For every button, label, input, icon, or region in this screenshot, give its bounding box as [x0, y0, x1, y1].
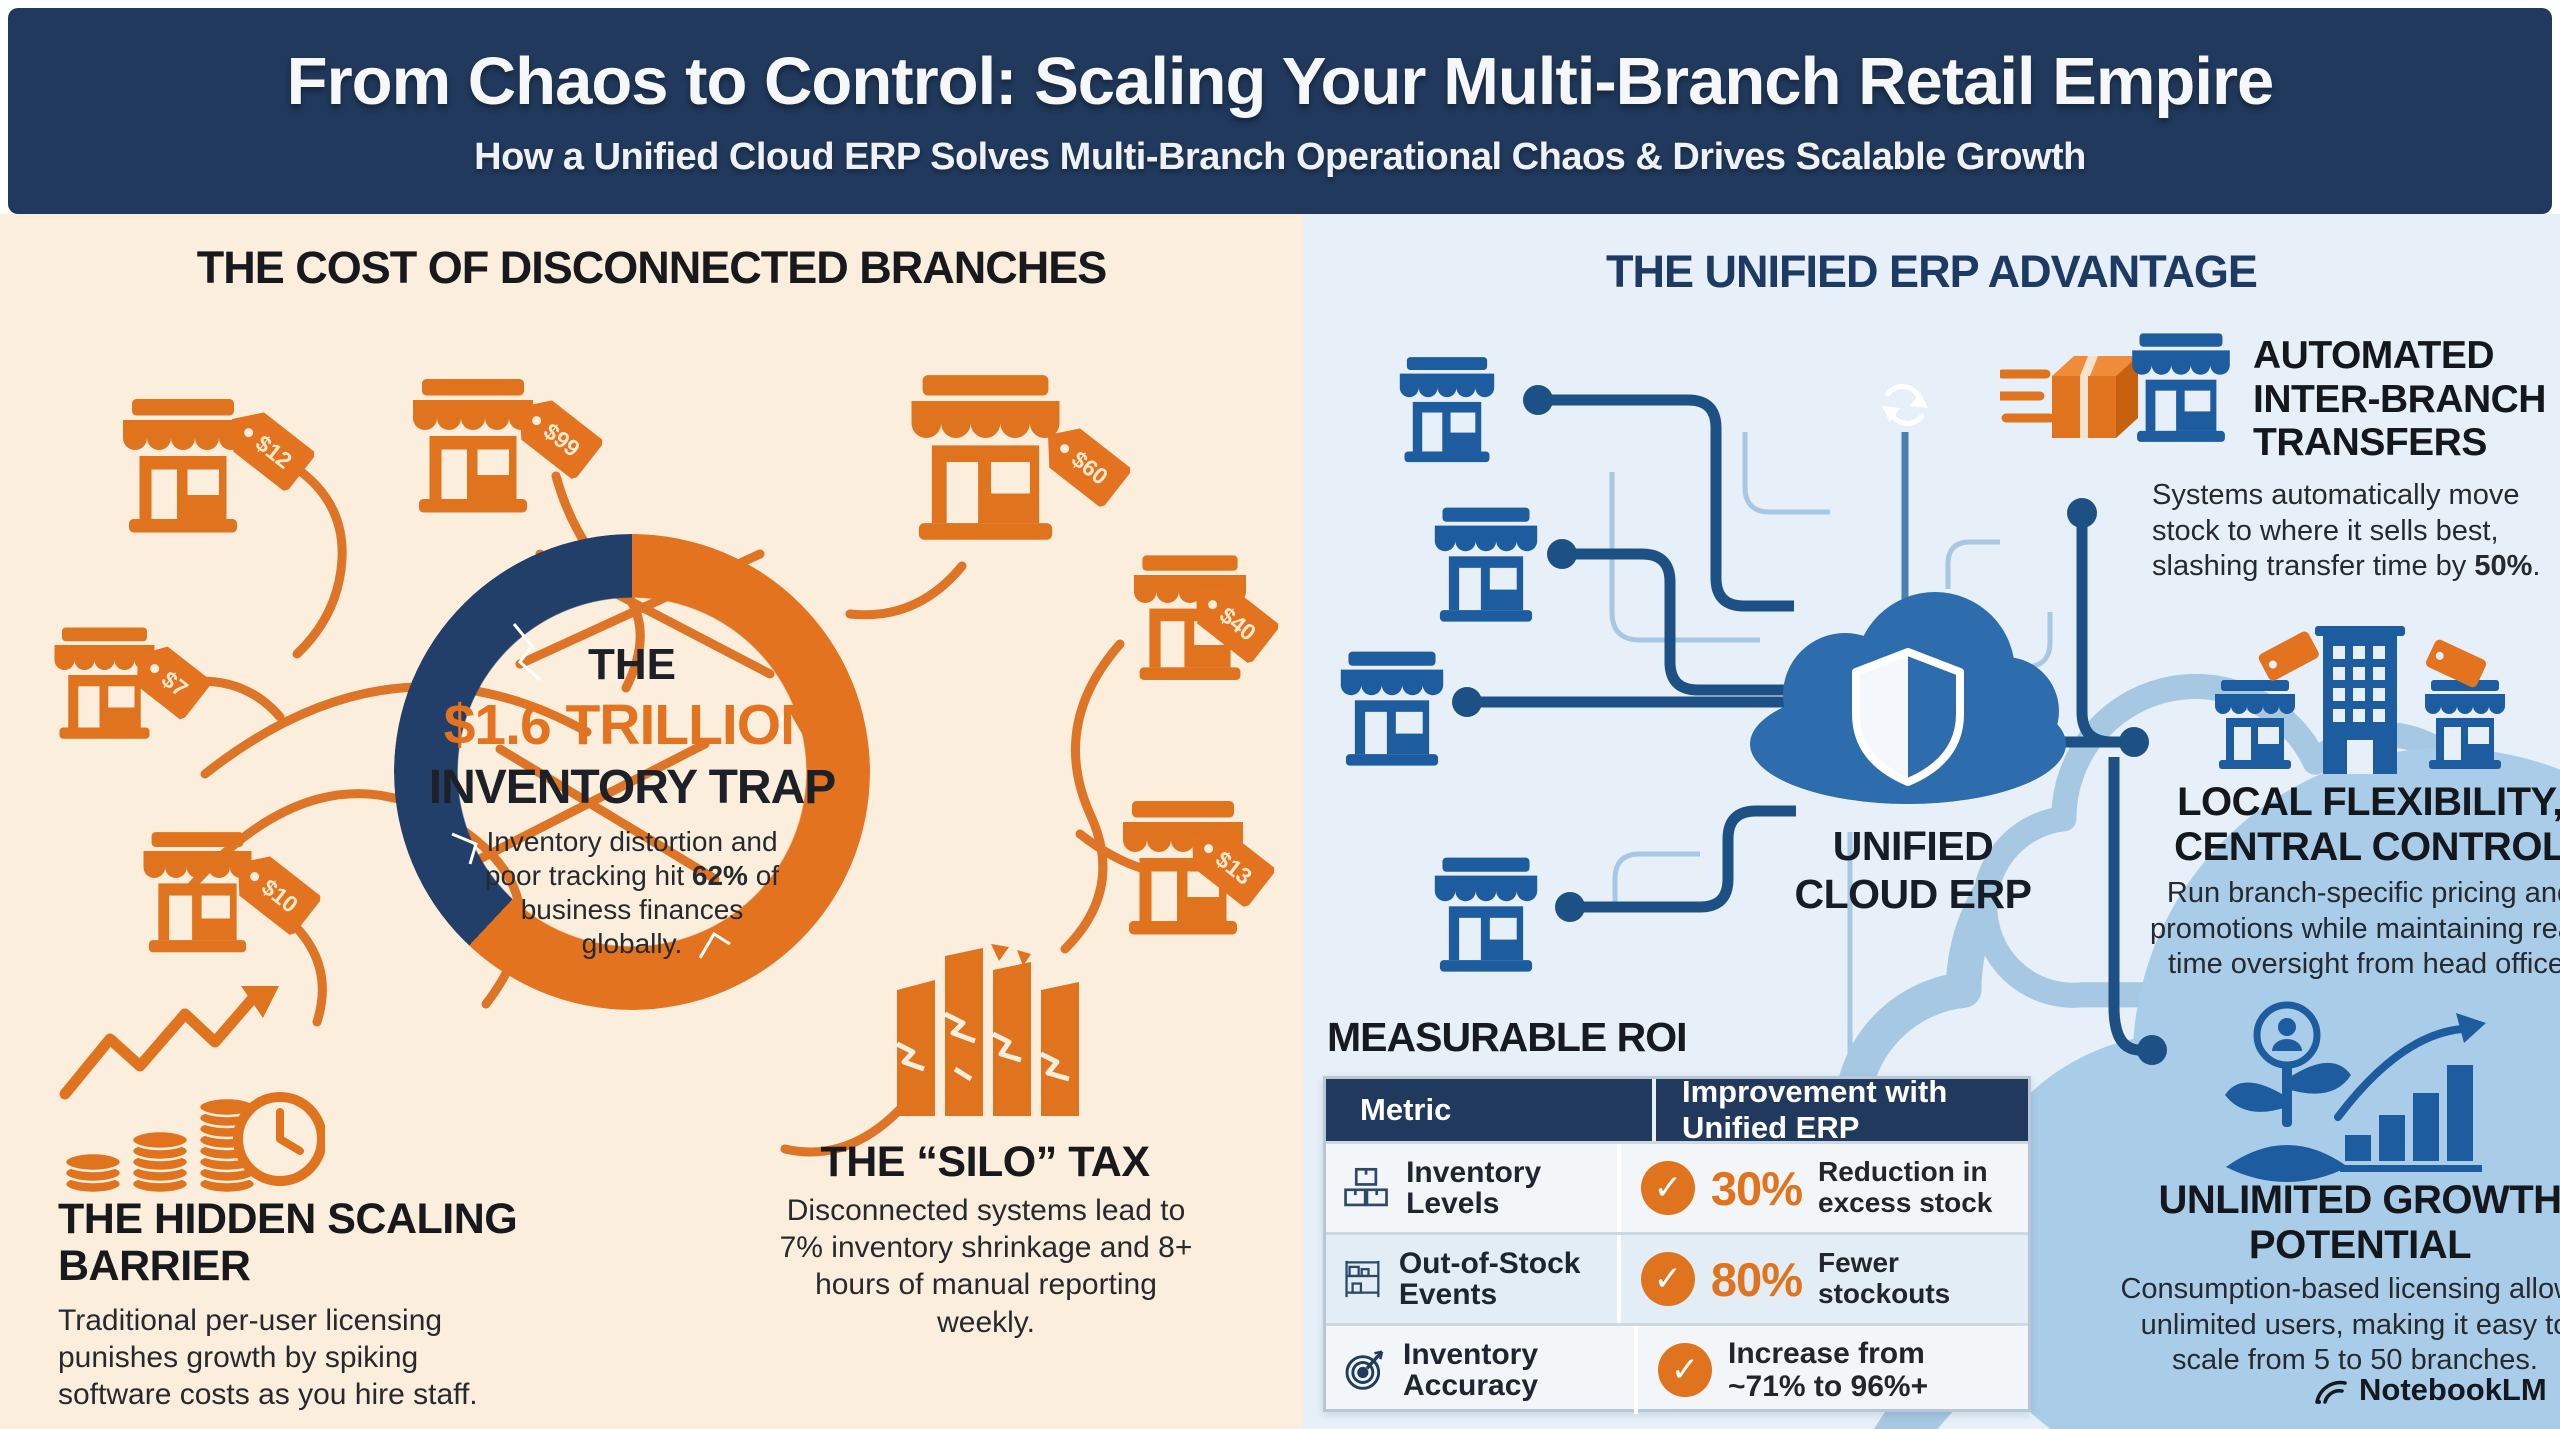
donut-ring	[394, 534, 870, 1010]
donut-value: $1.6 TRILLION	[443, 693, 822, 757]
coins-growth-clock-icon	[59, 986, 325, 1195]
sync-cloud-icon	[1882, 384, 2560, 1429]
page-subtitle: How a Unified Cloud ERP Solves Multi-Bra…	[474, 136, 2086, 178]
roi-stat: 80%	[1710, 1252, 1803, 1306]
right-panel-unified-erp: THE UNIFIED ERP ADVANTAGE	[1303, 214, 2560, 1429]
left-panel-disconnected-branches: THE COST OF DISCONNECTED BRANCHES	[0, 214, 1303, 1429]
roi-row-accuracy: Inventory Accuracy ✓ Increase from ~71% …	[1326, 1323, 2028, 1414]
connected-store-icon	[1422, 850, 1550, 978]
roi-table: Metric Improvement with Unified ERP Inve…	[1323, 1074, 2031, 1414]
unified-cloud-icon	[1750, 592, 2066, 804]
check-icon: ✓	[1658, 1343, 1712, 1397]
connected-store-icon	[1388, 350, 1506, 468]
donut-center-text: THE $1.6 TRILLION INVENTORY TRAP Invento…	[394, 534, 870, 1010]
branches-buildings-icon	[2215, 626, 2505, 774]
promo-tag-icon	[2258, 631, 2487, 688]
connected-store-icon	[1422, 500, 1550, 628]
notebooklm-attribution: NotebookLM	[2313, 1372, 2547, 1408]
right-section-title: THE UNIFIED ERP ADVANTAGE	[1606, 246, 2258, 297]
roi-desc: Reduction in excess stock	[1818, 1156, 1993, 1218]
feature-flexibility-body: Run branch-specific pricing and promotio…	[2149, 877, 2560, 981]
feature-transfers-body: Systems automatically move stock to wher…	[2152, 479, 2541, 583]
growth-plant-chart-icon	[2225, 1001, 2486, 1182]
feature-growth-title: UNLIMITED GROWTH POTENTIAL	[2158, 1178, 2560, 1267]
left-section-title: THE COST OF DISCONNECTED BRANCHES	[196, 242, 1108, 293]
roi-desc: Increase from ~71% to 96%+	[1728, 1337, 1929, 1403]
erp-network-lines-decoration	[1452, 384, 2560, 1429]
roi-col-improvement: Improvement with Unified ERP	[1682, 1074, 1948, 1145]
donut-cracks-decoration	[451, 623, 794, 959]
branch-store-icon	[108, 390, 258, 540]
roi-col-metric: Metric	[1360, 1092, 1452, 1127]
destination-store-icon	[2120, 326, 2242, 448]
feature-flexibility-title: LOCAL FLEXIBILITY, CENTRAL CONTROL	[2174, 780, 2560, 869]
shattered-silo-icon	[895, 944, 1079, 1116]
header-banner: From Chaos to Control: Scaling Your Mult…	[8, 8, 2552, 214]
roi-stat: 30%	[1710, 1161, 1803, 1215]
target-icon	[1345, 1350, 1384, 1390]
donut-line-trap: INVENTORY TRAP	[428, 761, 837, 814]
boxes-icon	[1344, 1167, 1388, 1207]
notebooklm-label: NotebookLM	[2359, 1372, 2547, 1407]
notebooklm-logo-icon	[2315, 1380, 2347, 1404]
feature-growth-body: Consumption-based licensing allows unlim…	[2120, 1273, 2560, 1377]
unified-cloud-label: UNIFIED CLOUD ERP	[1794, 823, 2032, 918]
branch-store-icon	[398, 370, 548, 520]
hidden-barrier-body: Traditional per-user licensing punishes …	[58, 1304, 478, 1412]
check-icon: ✓	[1640, 1161, 1695, 1215]
roi-desc: Fewer stockouts	[1818, 1247, 1951, 1309]
check-icon: ✓	[1640, 1252, 1695, 1306]
silo-tax-title: THE “SILO” TAX	[820, 1138, 1150, 1186]
roi-title: MEASURABLE ROI	[1327, 1014, 1688, 1060]
page-title: From Chaos to Control: Scaling Your Mult…	[286, 44, 2275, 119]
shelf-icon	[1345, 1260, 1380, 1298]
connected-store-icon	[1328, 644, 1456, 772]
roi-row-stockouts: Out-of-Stock Events ✓ 80% Fewer stockout…	[1326, 1232, 2028, 1323]
roi-table-header: Metric Improvement with Unified ERP	[1326, 1074, 2028, 1145]
roi-row-inventory-levels: Inventory Levels ✓ 30% Reduction in exce…	[1326, 1141, 2028, 1232]
donut-caption: Inventory distortion and poor tracking h…	[484, 826, 780, 960]
speeding-box-icon	[2000, 356, 2138, 438]
hidden-barrier-title: THE HIDDEN SCALING BARRIER	[58, 1195, 518, 1291]
silo-tax-body: Disconnected systems lead to 7% inventor…	[779, 1194, 1193, 1339]
feature-transfers-title: AUTOMATED INTER-BRANCH TRANSFERS	[2253, 334, 2546, 465]
donut-line-the: THE	[588, 640, 676, 689]
